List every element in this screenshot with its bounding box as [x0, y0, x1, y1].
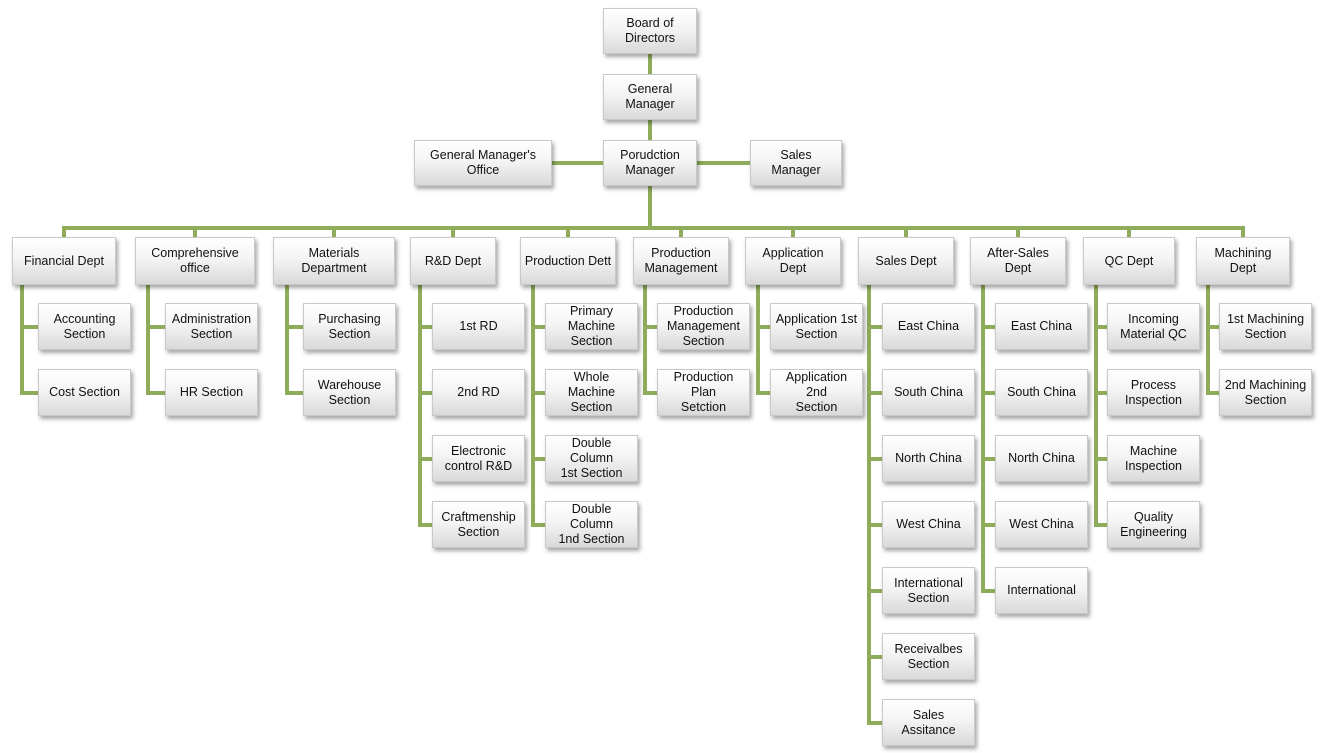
node-comprehensive-office: Comprehensive office [135, 237, 255, 285]
node-administration-section: Administration Section [165, 303, 258, 350]
node-warehouse-section: Warehouse Section [303, 369, 396, 416]
node-sales-dept: Sales Dept [858, 237, 954, 285]
node-production-manager: Porudction Manager [603, 140, 697, 186]
node-aftersales-north-china: North China [995, 435, 1088, 482]
node-2nd-machining-section: 2nd Machining Section [1219, 369, 1312, 416]
node-sales-west-china: West China [882, 501, 975, 548]
node-incoming-material-qc: Incoming Material QC [1107, 303, 1200, 350]
node-aftersales-south-china: South China [995, 369, 1088, 416]
node-after-sales-dept: After-Sales Dept [970, 237, 1066, 285]
node-sales-assistance: Sales Assitance [882, 699, 975, 746]
node-receivables-section: Receivalbes Section [882, 633, 975, 680]
node-primary-machine-section: Primary Machine Section [545, 303, 638, 350]
node-materials-department: Materials Department [273, 237, 395, 285]
node-board-of-directors: Board of Directors [603, 8, 697, 54]
node-sales-north-china: North China [882, 435, 975, 482]
node-sales-manager: Sales Manager [750, 140, 842, 186]
node-quality-engineering: Quality Engineering [1107, 501, 1200, 548]
node-application-2nd-section: Application 2nd Section [770, 369, 863, 416]
node-hr-section: HR Section [165, 369, 258, 416]
node-sales-east-china: East China [882, 303, 975, 350]
node-purchasing-section: Purchasing Section [303, 303, 396, 350]
node-financial-dept: Financial Dept [12, 237, 116, 285]
node-production-plan-section: Production Plan Setction [657, 369, 750, 416]
node-sales-south-china: South China [882, 369, 975, 416]
node-1st-rd: 1st RD [432, 303, 525, 350]
node-qc-dept: QC Dept [1083, 237, 1175, 285]
node-cost-section: Cost Section [38, 369, 131, 416]
node-application-1st-section: Application 1st Section [770, 303, 863, 350]
node-machine-inspection: Machine Inspection [1107, 435, 1200, 482]
node-accounting-section: Accounting Section [38, 303, 131, 350]
node-machining-dept: Machining Dept [1196, 237, 1290, 285]
node-craftmenship-section: Craftmenship Section [432, 501, 525, 548]
node-aftersales-east-china: East China [995, 303, 1088, 350]
node-whole-machine-section: Whole Machine Section [545, 369, 638, 416]
node-aftersales-west-china: West China [995, 501, 1088, 548]
node-1st-machining-section: 1st Machining Section [1219, 303, 1312, 350]
node-rd-dept: R&D Dept [410, 237, 496, 285]
node-double-column-1st-section: Double Column 1st Section [545, 435, 638, 482]
node-production-management: Production Management [633, 237, 729, 285]
node-international-section: International Section [882, 567, 975, 614]
node-application-dept: Application Dept [745, 237, 841, 285]
node-production-dept: Production Dett [520, 237, 616, 285]
node-electronic-control-rd: Electronic control R&D [432, 435, 525, 482]
node-production-management-section: Production Management Section [657, 303, 750, 350]
node-aftersales-international: International [995, 567, 1088, 614]
node-general-managers-office: General Manager's Office [414, 140, 552, 186]
node-process-inspection: Process Inspection [1107, 369, 1200, 416]
node-double-column-1nd-section: Double Column 1nd Section [545, 501, 638, 548]
node-general-manager: General Manager [603, 74, 697, 120]
node-2nd-rd: 2nd RD [432, 369, 525, 416]
